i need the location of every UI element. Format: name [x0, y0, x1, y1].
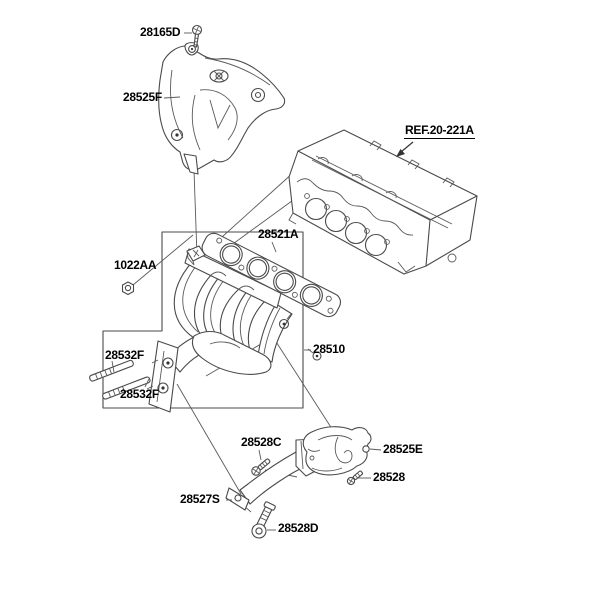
callout-28527s: 28527S: [180, 492, 220, 506]
exhaust-manifold-drawing: [147, 246, 321, 412]
upper-heat-shield-drawing: [159, 43, 285, 174]
callout-28165d: 28165D: [140, 25, 181, 39]
callout-28532f-lower: 28532F: [120, 387, 159, 401]
screw-icon: [193, 26, 202, 48]
callout-28532f-upper: 28532F: [105, 348, 144, 362]
callout-28510: 28510: [313, 342, 345, 356]
callout-1022aa: 1022AA: [114, 258, 157, 272]
bolt-28528c-icon: [252, 458, 271, 475]
engine-head-drawing: [289, 130, 477, 274]
bolt-28528-icon: [347, 470, 363, 484]
bolt-28528d-icon: [252, 501, 276, 538]
callout-28525f: 28525F: [123, 90, 162, 104]
ref-arrow-icon: [396, 142, 413, 157]
callout-28528c: 28528C: [241, 435, 282, 449]
stud-bolt-icon: [89, 360, 151, 400]
part-group-box: [103, 232, 303, 408]
callout-28528: 28528: [373, 470, 405, 484]
label-leader-ticks: [112, 33, 381, 530]
gasket-drawing: [199, 230, 344, 319]
nut-icon: [123, 282, 134, 295]
callout-28528d: 28528D: [278, 521, 319, 535]
callout-28525e: 28525E: [383, 442, 423, 456]
ref-link-20-221a[interactable]: REF.20-221A: [404, 123, 475, 139]
callout-28521a: 28521A: [258, 227, 299, 241]
lower-heat-shield-drawing: [303, 427, 371, 475]
